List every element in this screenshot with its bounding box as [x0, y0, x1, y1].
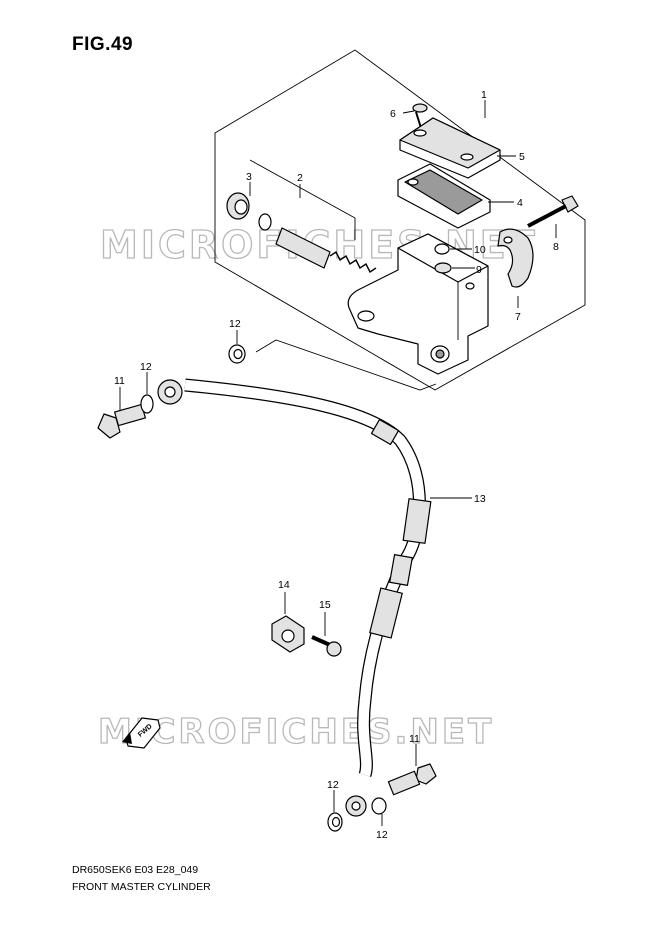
part-7-clamp — [497, 228, 534, 288]
callout-4: 4 — [517, 197, 523, 209]
part-11-banjo-bolt-lower — [387, 763, 437, 796]
part-3-boot — [226, 192, 250, 220]
callout-8: 8 — [553, 241, 559, 253]
part-4-diaphragm — [397, 163, 491, 229]
fwd-direction-badge: FWD — [122, 717, 161, 749]
diagram-name: FRONT MASTER CYLINDER — [72, 881, 211, 893]
callout-13: 13 — [474, 493, 486, 505]
callout-12-lower-left: 12 — [327, 779, 339, 791]
callout-11-lower: 11 — [409, 733, 420, 745]
callout-12-upper: 12 — [229, 318, 241, 330]
part-15-screw — [311, 635, 342, 657]
callout-15: 15 — [319, 599, 331, 611]
part-13-brake-hose — [157, 378, 432, 817]
callout-10: 10 — [474, 244, 486, 256]
callout-12-left: 12 — [140, 361, 152, 373]
model-code: DR650SEK6 E03 E28_049 — [72, 864, 199, 876]
part-8-bolt — [527, 195, 579, 228]
part-11-banjo-bolt-upper — [97, 403, 146, 439]
part-10-washer — [434, 243, 450, 255]
assembly-boundary — [214, 49, 586, 391]
callout-12-lower-right: 12 — [376, 829, 388, 841]
part-5-reservoir-cap — [399, 117, 501, 179]
group-bracket-2 — [249, 159, 356, 240]
part-6-screw — [412, 103, 428, 129]
callout-3: 3 — [246, 171, 252, 183]
callout-5: 5 — [519, 151, 525, 163]
figure-title: FIG.49 — [72, 34, 134, 55]
part-12-washer-lower-right — [371, 797, 387, 815]
callout-7: 7 — [515, 311, 521, 323]
callout-1: 1 — [481, 89, 487, 101]
part-2-piston-assembly — [258, 213, 377, 274]
part-9-plug — [434, 262, 452, 274]
callout-6: 6 — [390, 108, 396, 120]
callout-9: 9 — [476, 264, 482, 276]
part-12-washer-left — [140, 394, 154, 414]
callout-14: 14 — [278, 579, 290, 591]
callout-11-upper: 11 — [114, 375, 125, 387]
watermark-bottom: MICROFICHES.NET — [98, 712, 494, 752]
part-14-hose-clamp — [271, 615, 305, 653]
callout-2: 2 — [297, 172, 303, 184]
master-cylinder-body — [347, 233, 489, 375]
